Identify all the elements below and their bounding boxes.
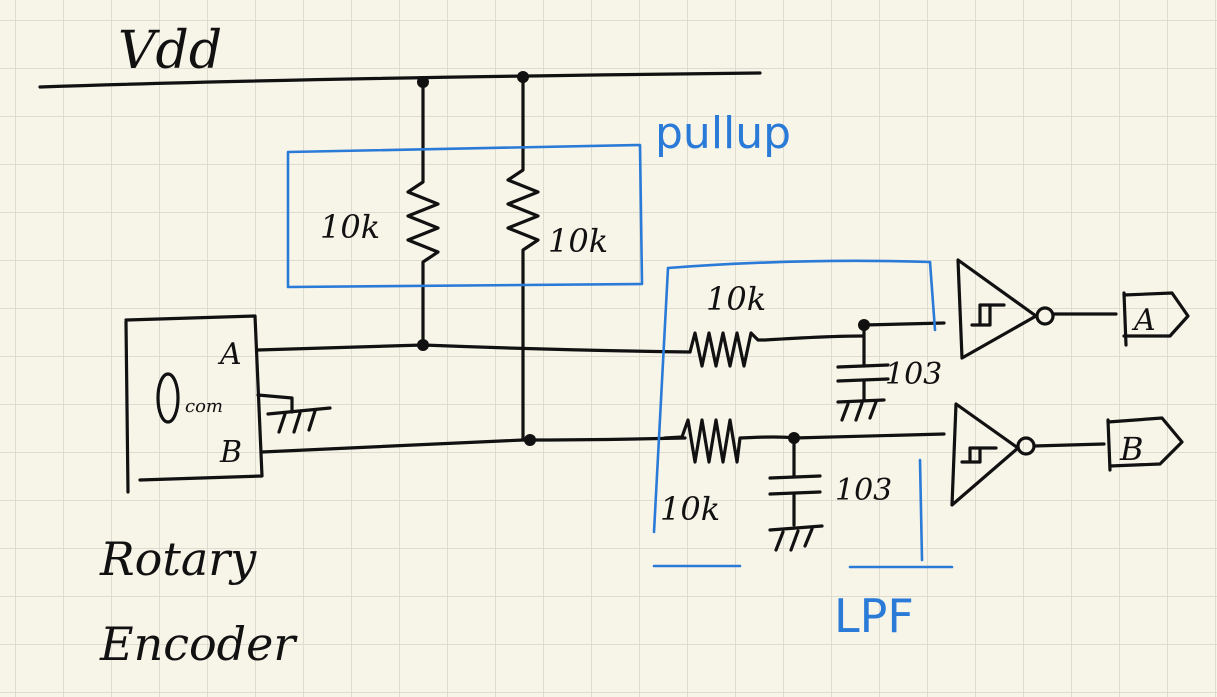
wire-b <box>260 436 687 454</box>
lpf-resistor-b <box>663 418 796 464</box>
junction-a <box>417 339 429 351</box>
wire-a-to-gate <box>862 321 946 327</box>
output-port-a-icon <box>1122 291 1190 347</box>
pullup-resistor-right <box>506 75 540 442</box>
lpf-resistor-b-value: 10k <box>660 490 720 528</box>
encoder-knob-icon <box>156 372 180 424</box>
output-b-label: B <box>1119 430 1144 468</box>
vdd-label: Vdd <box>118 21 222 81</box>
lpf-group-bracket <box>652 259 954 569</box>
cap-a-ground-symbol-icon <box>836 398 886 422</box>
lpf-capacitor-a <box>836 323 890 402</box>
pullup-group-box <box>286 143 644 289</box>
lpf-capacitor-b <box>768 436 822 527</box>
encoder-label-line1: Rotary <box>99 532 257 586</box>
schmitt-inverter-b-icon <box>950 402 1036 507</box>
cap-b-ground-symbol-icon <box>768 524 824 552</box>
lpf-capacitor-a-value: 103 <box>885 357 942 392</box>
pullup-resistor-left <box>406 80 440 347</box>
encoder-pin-com: com <box>185 396 223 417</box>
lpf-resistor-a-value: 10k <box>706 280 766 318</box>
encoder-label-line2: Encoder <box>99 617 298 671</box>
vdd-rail <box>38 71 762 89</box>
pullup-label: pullup <box>655 108 791 159</box>
pullup-left-value: 10k <box>320 208 380 246</box>
junction-b <box>524 434 536 446</box>
encoder-pin-a: A <box>217 337 242 372</box>
com-wire <box>256 393 294 414</box>
lpf-label: LPF <box>834 589 914 643</box>
wire-b-to-gate <box>792 432 946 440</box>
output-a-label: A <box>1131 303 1156 338</box>
encoder-body-left <box>124 320 130 494</box>
encoder-pin-b: B <box>219 435 242 470</box>
wire-a <box>256 343 692 354</box>
lpf-capacitor-b-value: 103 <box>835 473 892 508</box>
com-ground-symbol-icon <box>266 406 332 434</box>
lpf-resistor-a <box>688 331 864 368</box>
wire-out-b <box>1032 442 1106 448</box>
schmitt-inverter-a-icon <box>956 258 1055 360</box>
output-port-b-icon <box>1106 416 1184 472</box>
pullup-right-value: 10k <box>548 222 608 260</box>
